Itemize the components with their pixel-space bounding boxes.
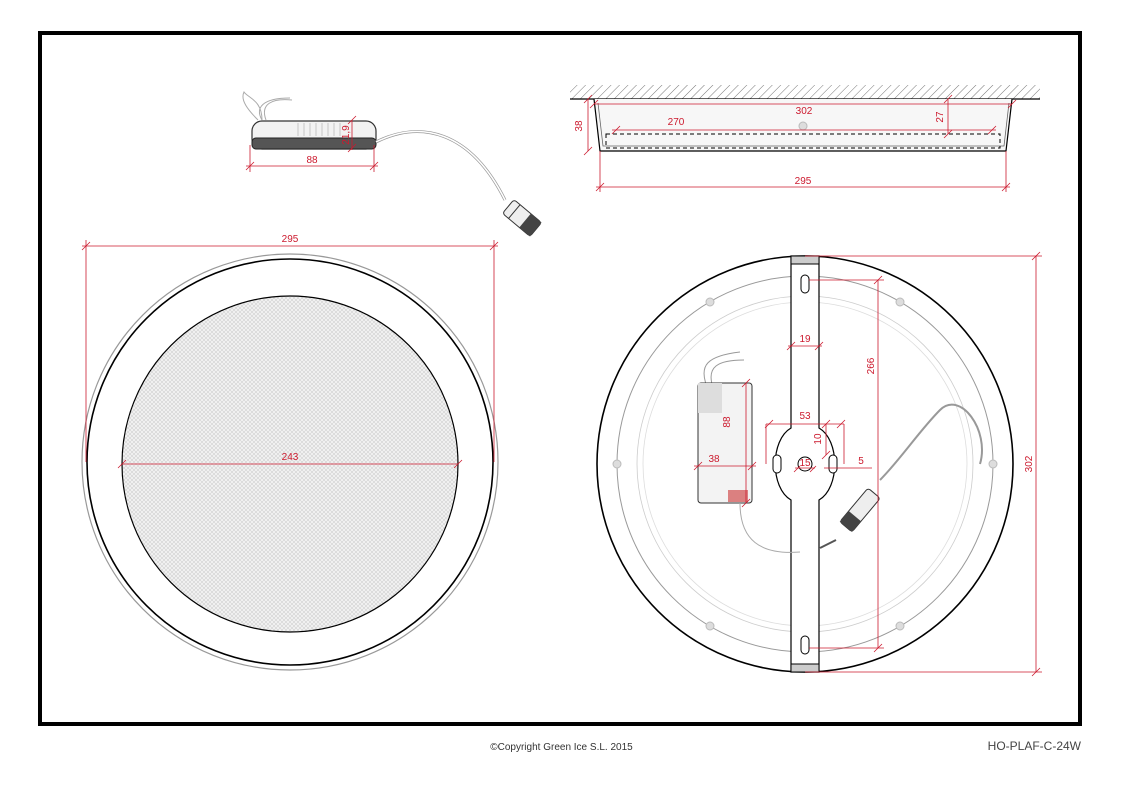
driver-side-view xyxy=(242,91,542,237)
driver-height-label: 21,9 xyxy=(341,125,352,145)
copyright-text: ©Copyright Green Ice S.L. 2015 xyxy=(490,742,633,753)
side-outer-width-label: 295 xyxy=(795,176,812,187)
hub-width-label: 53 xyxy=(799,411,811,422)
slot-width-label: 5 xyxy=(858,456,864,467)
fixture-front-view xyxy=(81,253,499,671)
back-driver-width-label: 38 xyxy=(708,454,720,465)
side-depth-total-label: 38 xyxy=(574,120,585,132)
side-depth-inner-label: 27 xyxy=(935,111,946,123)
side-inner-top-label: 302 xyxy=(796,106,813,117)
bar-width-label: 19 xyxy=(799,334,811,345)
product-code: HO-PLAF-C-24W xyxy=(987,739,1081,753)
front-outer-label: 295 xyxy=(282,234,299,245)
back-outer-label: 302 xyxy=(1024,455,1035,472)
front-diffuser-label: 243 xyxy=(282,452,299,463)
front-dimension-lines xyxy=(81,240,499,469)
center-hole-label: 15 xyxy=(799,458,811,469)
back-driver-length-label: 88 xyxy=(722,416,733,428)
side-inner-width-label: 270 xyxy=(668,117,685,128)
driver-length-label: 88 xyxy=(306,155,318,166)
side-dimension-lines xyxy=(583,94,1017,192)
back-slot-span-label: 266 xyxy=(866,357,877,374)
fixture-back-view xyxy=(596,255,1014,673)
hub-offset-label: 10 xyxy=(813,433,824,445)
back-dimension-lines xyxy=(693,251,1042,677)
driver-dimension-lines xyxy=(245,115,379,172)
fixture-side-view xyxy=(570,85,1040,152)
drawing-border xyxy=(38,31,1082,726)
